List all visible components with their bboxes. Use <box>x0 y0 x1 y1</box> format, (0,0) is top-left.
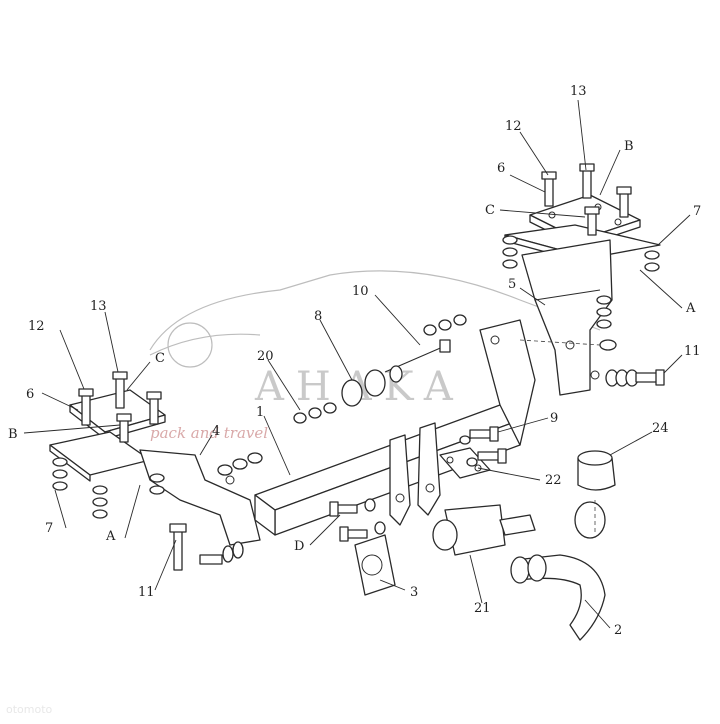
part-labels: 13 12 6 B C 7 5 A 11 10 8 20 1 4 9 22 24… <box>8 84 701 638</box>
label-C-left: C <box>155 351 165 366</box>
alignment-lines <box>519 339 601 535</box>
label-7-right: 7 <box>693 204 701 219</box>
label-12-right: 12 <box>505 119 522 134</box>
label-24: 24 <box>652 421 669 436</box>
label-9: 9 <box>550 411 558 426</box>
label-D: D <box>294 539 304 554</box>
label-5: 5 <box>508 277 516 292</box>
label-11-left: 11 <box>138 585 155 600</box>
tow-ball-neck-2 <box>510 501 606 641</box>
washers-8 <box>341 365 403 407</box>
bracket-22 <box>439 447 491 479</box>
label-6-left: 6 <box>26 387 34 402</box>
tow-ball-cap-24 <box>577 450 616 491</box>
right-nuts <box>502 235 660 351</box>
label-B-left: B <box>8 427 18 442</box>
label-13-left: 13 <box>90 299 107 314</box>
watermark-tagline: pack and travel <box>150 424 268 442</box>
label-11-right: 11 <box>684 344 701 359</box>
right-side-bracket-5 <box>521 239 613 396</box>
bolt-11-right <box>605 369 665 387</box>
label-6-right: 6 <box>497 161 505 176</box>
left-side-bracket-4 <box>139 449 261 546</box>
left-nuts <box>52 457 165 519</box>
label-21: 21 <box>474 601 491 616</box>
label-1: 1 <box>256 405 264 420</box>
watermark-car-outline <box>149 270 601 351</box>
leader-lines <box>23 99 691 629</box>
electrical-socket-21 <box>432 504 536 556</box>
label-12-left: 12 <box>28 319 45 334</box>
label-10: 10 <box>352 284 369 299</box>
label-20: 20 <box>257 349 274 364</box>
label-13-right: 13 <box>570 84 587 99</box>
label-4: 4 <box>212 424 220 439</box>
label-2: 2 <box>614 623 622 638</box>
bolt-11-left <box>169 523 244 571</box>
bolts-9 <box>459 426 507 467</box>
beam-nuts <box>217 314 467 476</box>
label-22: 22 <box>545 473 562 488</box>
label-C-right: C <box>485 203 495 218</box>
label-A-right: A <box>685 301 696 316</box>
watermark-car-line <box>149 333 261 356</box>
watermark-wheel <box>167 322 213 368</box>
left-bolts <box>78 371 162 443</box>
socket-plate-3 <box>354 534 396 596</box>
tow-ball-plate <box>389 422 441 526</box>
label-3: 3 <box>410 585 418 600</box>
cross-beam-1 <box>254 319 536 536</box>
label-A-left: A <box>105 529 116 544</box>
bolts-D <box>329 498 386 542</box>
nuts-20 <box>293 402 337 424</box>
label-B-right: B <box>624 139 634 154</box>
left-lower-plate <box>49 431 151 482</box>
label-8: 8 <box>314 309 322 324</box>
label-7-left: 7 <box>45 521 53 536</box>
source-credit: otomoto <box>6 703 53 716</box>
